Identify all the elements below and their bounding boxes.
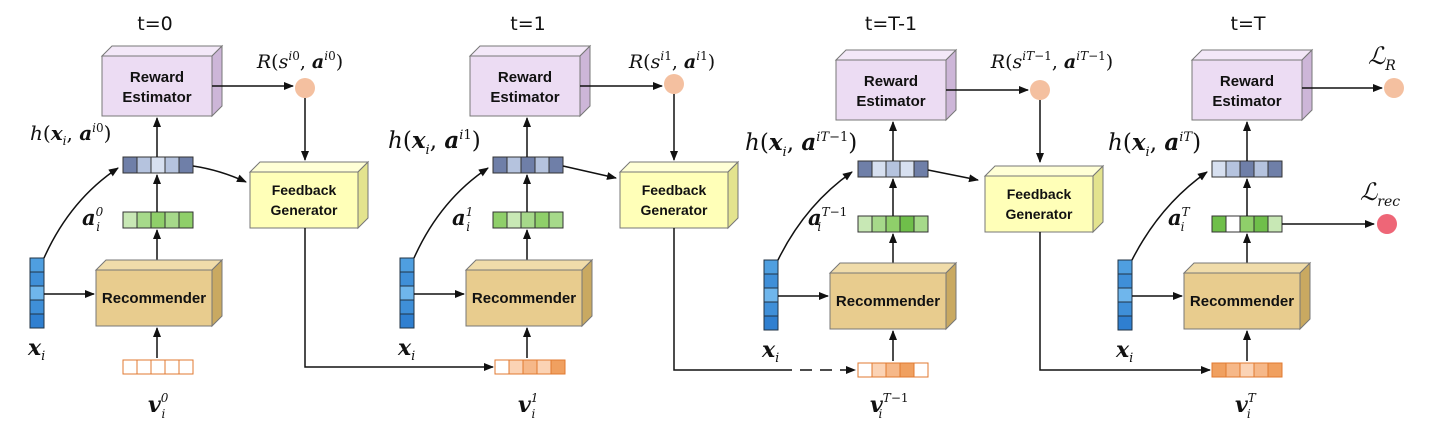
feedback-generator-line1: Feedback: [1007, 186, 1072, 202]
state-vector: [122, 156, 194, 174]
input-label: xi: [397, 335, 415, 364]
feedback-vector: [494, 359, 566, 375]
input-vector: [1117, 259, 1133, 331]
feedback-vector: [1211, 362, 1283, 378]
recommender-box: Recommender: [828, 261, 958, 331]
input-label: xi: [27, 335, 45, 364]
reward-dot: [1030, 80, 1050, 100]
time-label: t=1: [510, 13, 545, 35]
loss-r-label: ℒR: [1368, 42, 1396, 74]
reward-dot: [295, 78, 315, 98]
recommender-label: Recommender: [102, 290, 206, 307]
reward-label: R(siT−1, aiT−1): [990, 49, 1113, 73]
reward-estimator-line2: Estimator: [1212, 93, 1281, 110]
input-vector: [763, 259, 779, 331]
feedback-generator-line1: Feedback: [642, 182, 707, 198]
recommender-box: Recommender: [464, 258, 594, 328]
recommender-box: Recommender: [1182, 261, 1312, 331]
time-label: t=0: [137, 13, 172, 35]
input-vector: [29, 257, 45, 329]
input-label: xi: [1115, 337, 1133, 366]
reward-dot: [664, 74, 684, 94]
reward-estimator-line2: Estimator: [490, 89, 559, 106]
timestep-0: t=0 Reward Estimator R(si0, ai0) h(xi, a…: [27, 13, 494, 421]
feedback-vector: [122, 359, 194, 375]
reward-estimator-line1: Reward: [864, 73, 918, 90]
reward-label: R(si1, ai1): [628, 49, 715, 73]
feedback-generator-line1: Feedback: [272, 182, 337, 198]
input-label: xi: [761, 337, 779, 366]
action-vector: [857, 215, 929, 233]
state-vector: [492, 156, 564, 174]
reward-estimator-box: Reward Estimator: [468, 44, 592, 118]
state-vector: [1211, 160, 1283, 178]
h-label: h(xi, ai1): [388, 127, 481, 158]
recommender-label: Recommender: [836, 293, 940, 310]
reward-label: R(si0, ai0): [256, 49, 343, 73]
feedback-generator-line2: Generator: [641, 202, 708, 218]
loss-rec-label: ℒrec: [1360, 178, 1400, 210]
timestep-t-minus-1: t=T-1 Reward Estimator R(siT−1, aiT−1) h…: [745, 13, 1211, 421]
action-vector: [122, 211, 194, 229]
recommender-label: Recommender: [1190, 293, 1294, 310]
action-vector: [1211, 215, 1283, 233]
timestep-1: t=1 Reward Estimator R(si1, ai1) h(xi, a…: [388, 13, 856, 421]
feedback-generator-line2: Generator: [271, 202, 338, 218]
feedback-generator-box: Feedback Generator: [618, 160, 740, 230]
reward-estimator-line1: Reward: [1220, 73, 1274, 90]
recommender-label: Recommender: [472, 290, 576, 307]
action-vector: [492, 211, 564, 229]
rec-loss-dot: [1377, 214, 1397, 234]
feedback-generator-box: Feedback Generator: [983, 164, 1105, 234]
input-vector: [399, 257, 415, 329]
feedback-vector: [857, 362, 929, 378]
reward-estimator-line1: Reward: [498, 69, 552, 86]
reward-loss-dot: [1384, 78, 1404, 98]
state-vector: [857, 160, 929, 178]
h-label: h(xi, aiT): [1108, 129, 1201, 160]
h-label: h(xi, ai0): [30, 121, 111, 148]
reward-estimator-box: Reward Estimator: [1190, 48, 1314, 122]
reward-estimator-line1: Reward: [130, 69, 184, 86]
h-label: h(xi, aiT−1): [745, 129, 857, 160]
feedback-generator-box: Feedback Generator: [248, 160, 370, 230]
reward-estimator-line2: Estimator: [856, 93, 925, 110]
reward-estimator-box: Reward Estimator: [100, 44, 224, 118]
time-label: t=T-1: [865, 13, 917, 35]
reward-estimator-line2: Estimator: [122, 89, 191, 106]
time-label: t=T: [1231, 13, 1266, 35]
timestep-t: t=T Reward Estimator ℒR h(xi, aiT): [1108, 13, 1404, 421]
reward-estimator-box: Reward Estimator: [834, 48, 958, 122]
feedback-generator-line2: Generator: [1006, 206, 1073, 222]
recommender-box: Recommender: [94, 258, 224, 328]
